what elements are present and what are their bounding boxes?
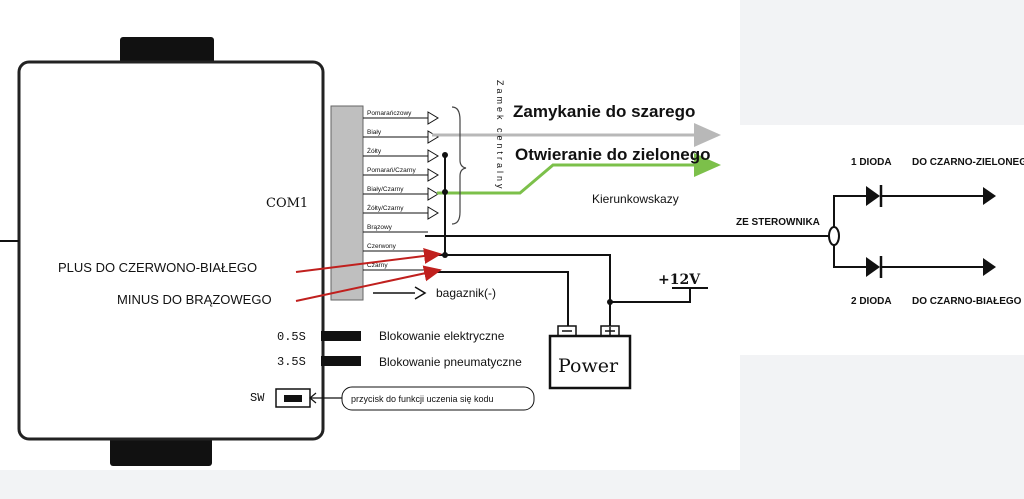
sw-code: SW (250, 391, 265, 405)
wire-terminal (427, 206, 439, 220)
sw-callout (341, 386, 535, 411)
diode1-wire-a (833, 195, 866, 227)
wire-label: Pomarańczowy (367, 110, 412, 117)
mount-tab-top (120, 37, 214, 67)
sw-leader-arrow (309, 392, 317, 404)
right-panel-bg (740, 125, 1024, 355)
switch2-label: Blokowanie pneumatyczne (379, 355, 522, 369)
switch1-code: 0.5S (277, 330, 306, 344)
wire-group: PomarańczowyBiałyŻółtyPomarań/CzarnyBiał… (363, 110, 439, 271)
switch2-code: 3.5S (277, 355, 306, 369)
plus-red-arrow (295, 248, 442, 273)
trunk-arrow (414, 286, 427, 300)
power-ground-wire (425, 271, 569, 330)
wire-label: Pomarań/Czarny (367, 167, 417, 174)
wire-terminal (427, 111, 439, 125)
com-label: COM1 (266, 196, 308, 211)
wire-label: Czarny (367, 262, 388, 269)
minus-red-arrow (295, 265, 442, 302)
plus-label: PLUS DO CZERWONO-BIAŁEGO (58, 260, 257, 275)
to-green-label: DO CZARNO-ZIELONEGO (912, 157, 1024, 168)
junction-dot (442, 189, 448, 195)
diode2-symbol (866, 257, 880, 277)
power-battery (548, 334, 632, 390)
diode2-label: 2 DIODA (851, 296, 892, 307)
diode1-label: 1 DIODA (851, 157, 892, 168)
to-white-label: DO CZARNO-BIAŁEGO (912, 296, 1022, 307)
wire-terminal (427, 187, 439, 201)
connector-block (330, 105, 364, 301)
lock-label: Zamykanie do szarego (513, 102, 695, 121)
alarm-module-box (17, 60, 325, 441)
switch2-bar (321, 356, 361, 366)
wire-label: Biały (367, 129, 382, 136)
wire-label: Żółty (367, 146, 382, 155)
central-lock-vertical-label: Zamek centralny (495, 80, 505, 192)
brace (451, 106, 467, 225)
minus-label: MINUS DO BRĄZOWEGO (117, 292, 272, 307)
diode2-arrow (983, 258, 996, 276)
from-controller-label: ZE STEROWNIKA (736, 217, 820, 228)
power-label: Power (558, 355, 619, 377)
unlock-wire-arrow (437, 153, 721, 195)
diode1-symbol (866, 186, 880, 206)
wire-terminal (427, 168, 439, 182)
voltage-label: +12V (658, 272, 701, 288)
diode2-wire-a (833, 245, 866, 268)
unlock-label: Otwieranie do zielonego (515, 145, 711, 164)
wire-label: Brązowy (367, 224, 393, 231)
wire-terminal (427, 149, 439, 163)
plus12-wire (610, 288, 691, 303)
sw-label: przycisk do funkcji uczenia się kodu (351, 394, 494, 404)
wire-label: Czerwony (367, 243, 397, 250)
wire-label: Biały/Czarny (367, 186, 404, 193)
sw-button-knob (284, 395, 302, 402)
trunk-label: bagaznik(-) (436, 286, 496, 300)
switch1-bar (321, 331, 361, 341)
switch1-label: Blokowanie elektryczne (379, 329, 505, 343)
wire-splice (828, 226, 840, 246)
turn-signals-label: Kierunkowskazy (592, 192, 679, 206)
junction-dot (607, 299, 613, 305)
junction-dot (442, 152, 448, 158)
svg-text:Zamek centralny: Zamek centralny (495, 80, 505, 192)
diode1-arrow (983, 187, 996, 205)
wire-label: Żółty/Czarny (367, 203, 404, 212)
